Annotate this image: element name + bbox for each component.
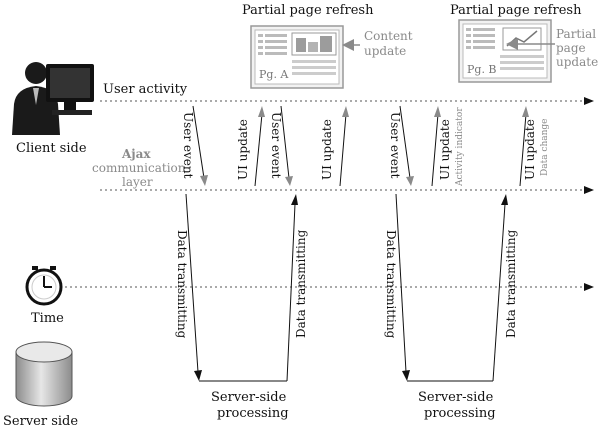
ui-update-3-label: UI update (438, 119, 452, 180)
ui-update-4-label: UI update (523, 119, 537, 180)
content-update-note-2: update (364, 44, 406, 58)
ajax-layer-arrowhead (584, 186, 594, 194)
page-b-mockup: Pg. B (458, 19, 552, 83)
client-side-label: Client side (16, 141, 87, 156)
server-processing-1-line1: Server-side (211, 390, 287, 405)
server-processing-1-line2: processing (217, 406, 289, 421)
server-processing-2-line1: Server-side (418, 390, 494, 405)
data-transmitting-1-label: Data transmitting (175, 230, 189, 339)
ajax-label: Ajax (121, 147, 151, 161)
user-activity-arrowhead (584, 97, 594, 105)
user-event-3-label: User event (388, 112, 402, 179)
ui-update-1-label: UI update (236, 119, 250, 180)
response-arrow-2 (492, 194, 508, 382)
data-transmitting-4-label: Data transmitting (504, 229, 518, 338)
page-b-label: Pg. B (467, 63, 497, 76)
refresh-b-title: Partial page refresh (450, 3, 582, 18)
time-arrowhead (584, 283, 594, 291)
clock-icon (25, 266, 63, 306)
ui-update-arrow-2 (339, 106, 349, 187)
data-transmitting-3-label: Data transmitting (384, 230, 398, 339)
user-event-1-label: User event (181, 112, 195, 179)
request-arrow-2 (395, 193, 410, 381)
user-activity-label: User activity (103, 82, 188, 97)
activity-indicator-label: Activity indicator (455, 107, 465, 187)
layer-label: layer (122, 175, 153, 189)
user-event-2-label: User event (269, 112, 283, 179)
refresh-a-title: Partial page refresh (242, 3, 374, 18)
user-event-arrow-2 (280, 105, 293, 186)
server-processing-2-line2: processing (424, 406, 496, 421)
data-transmitting-2-label: Data transmitting (294, 229, 308, 338)
ui-update-arrow-4 (519, 106, 529, 187)
partial-update-note-3: update (556, 55, 598, 69)
user-event-arrow-1 (192, 105, 208, 186)
partial-update-note-1: Partial (556, 27, 596, 41)
time-label: Time (31, 311, 64, 326)
response-arrow-1 (286, 194, 298, 382)
ui-update-arrow-3 (431, 106, 441, 187)
user-event-arrow-3 (399, 105, 414, 186)
server-database-icon (15, 341, 73, 407)
ui-update-arrow-1 (254, 106, 265, 187)
server-side-label: Server side (3, 414, 78, 429)
partial-update-note-2: page (556, 41, 586, 55)
content-update-note-1: Content (364, 29, 413, 43)
page-a-label: Pg. A (259, 68, 289, 81)
communication-label: communication (92, 161, 186, 175)
data-change-label: Data change (540, 118, 550, 176)
request-arrow-1 (185, 193, 202, 381)
ui-update-2-label: UI update (320, 119, 334, 180)
page-a-mockup: Pg. A (250, 25, 344, 89)
client-computer-icon (12, 62, 94, 135)
